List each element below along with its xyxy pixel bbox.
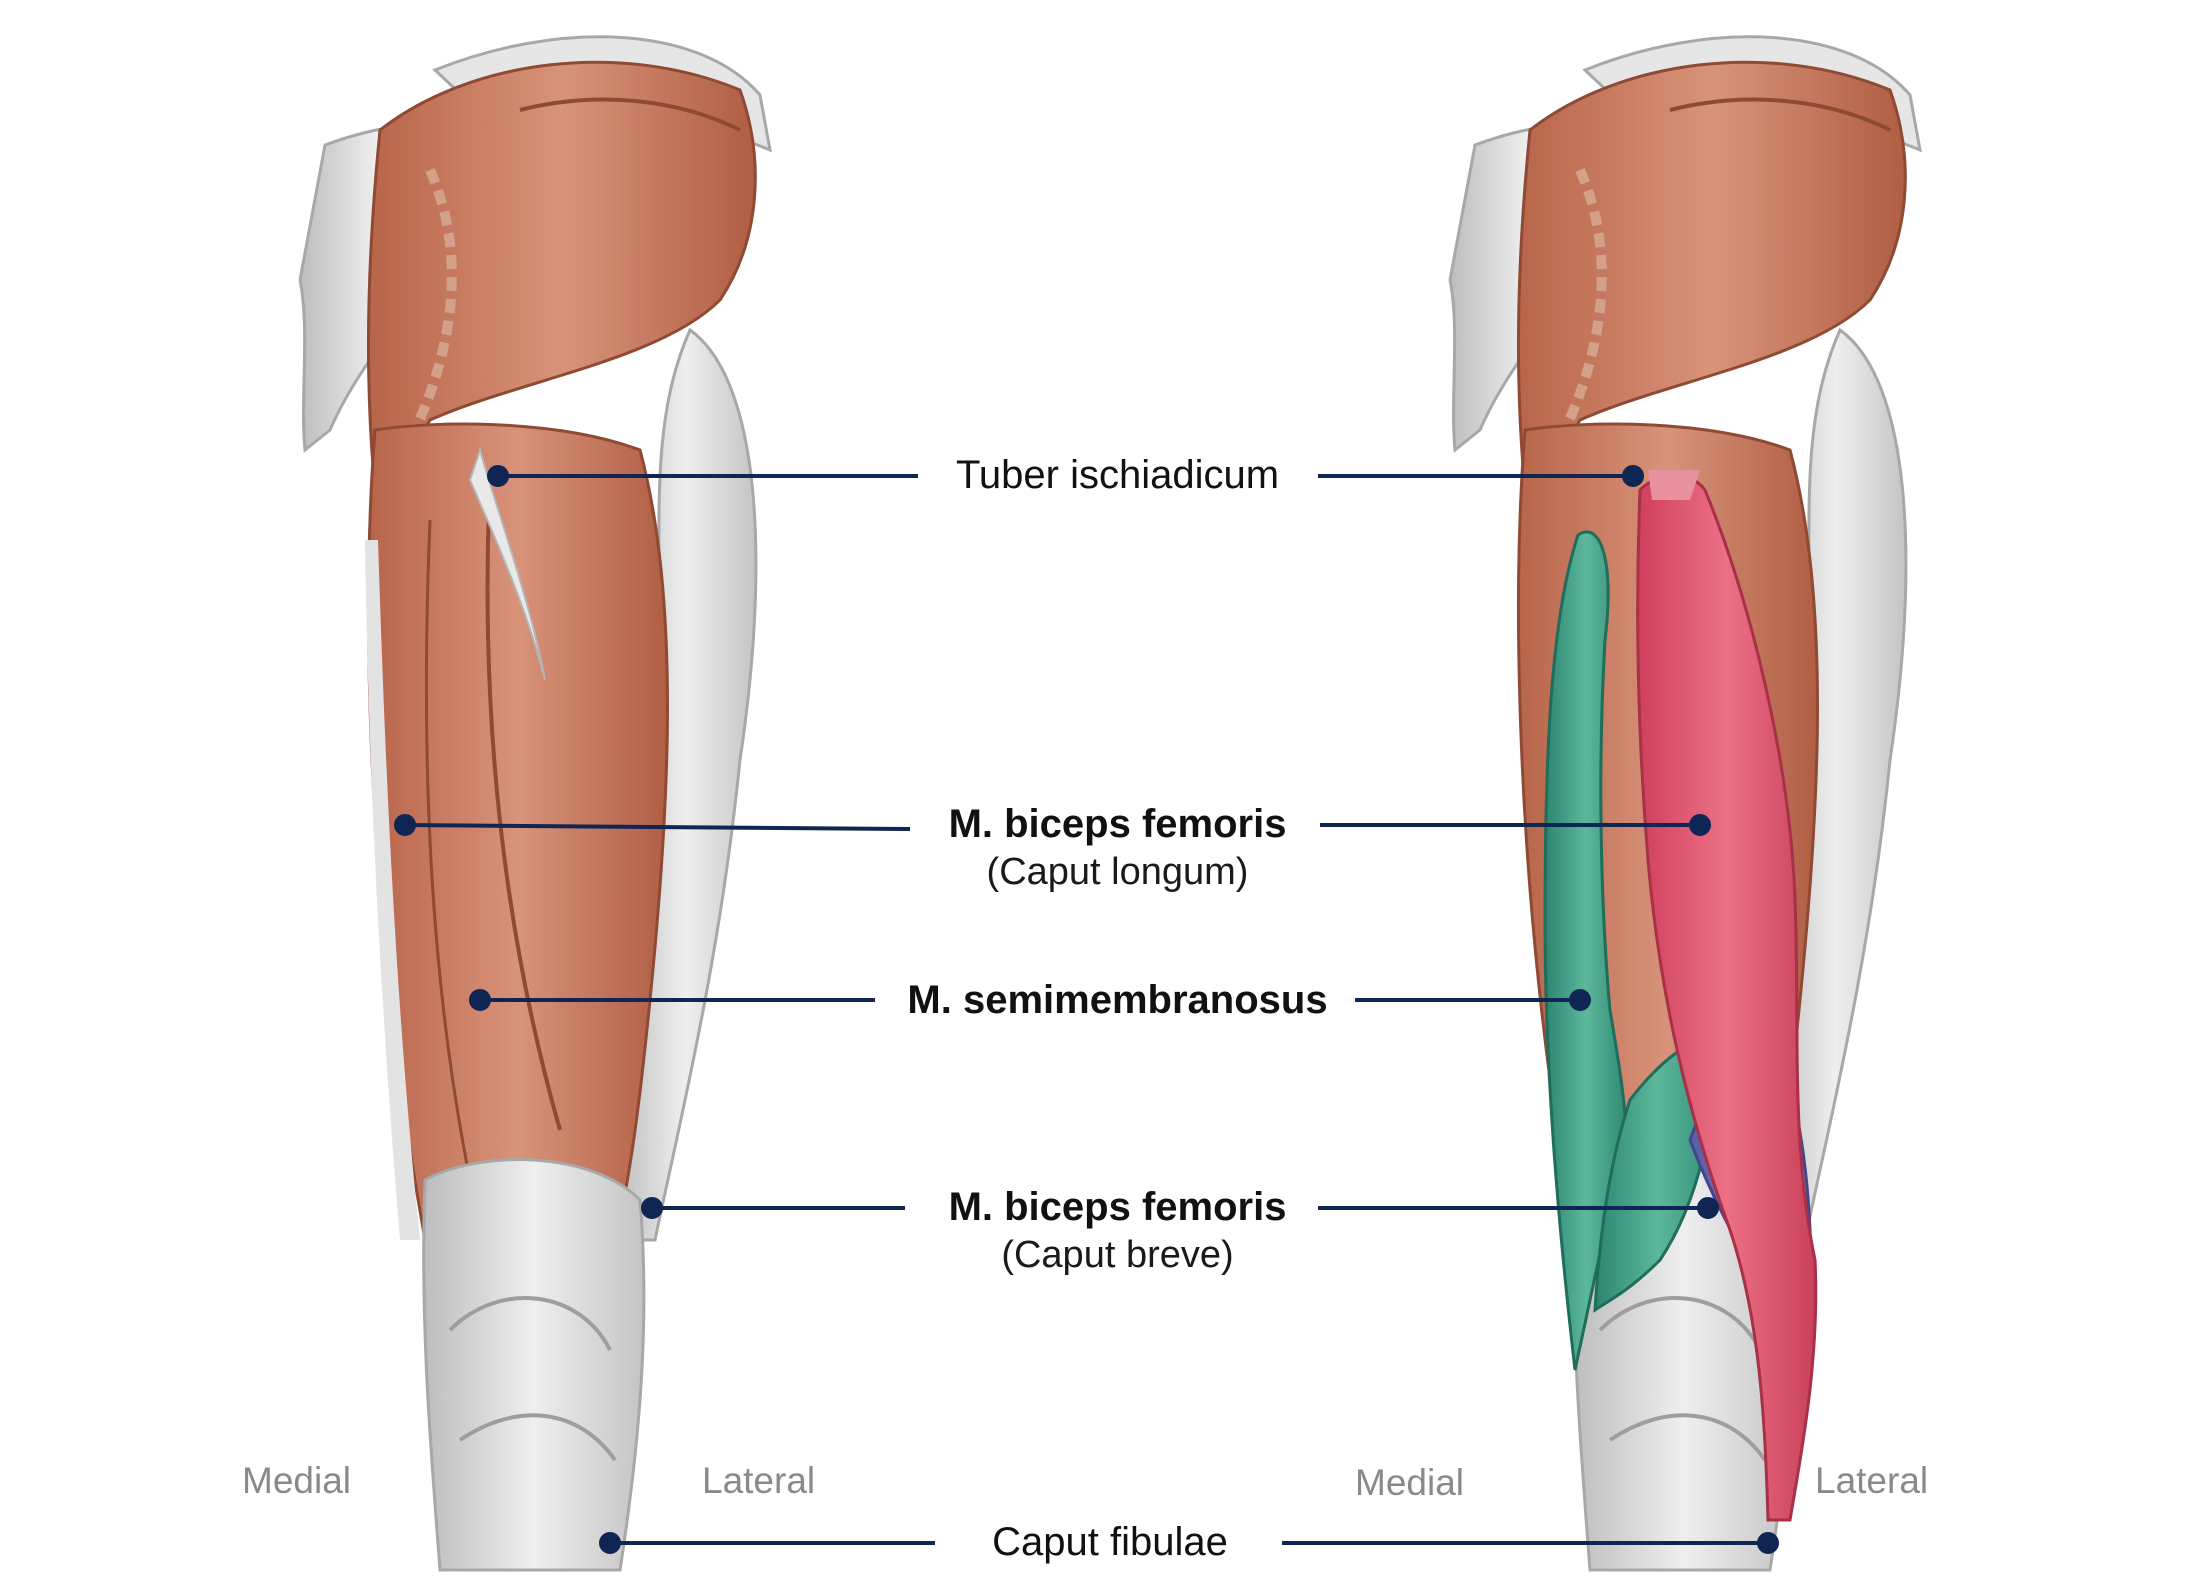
- label-semimembranosus: M. semimembranosus: [880, 976, 1355, 1024]
- knee-joint: [422, 1158, 646, 1572]
- biceps-long-head-highlight: [1636, 473, 1818, 1522]
- gluteus-fold: [519, 97, 741, 132]
- orientation-right-lateral: Lateral: [1815, 1460, 1929, 1501]
- orientation-right-medial: Medial: [1355, 1462, 1464, 1503]
- left-leg-illustration: [298, 35, 772, 1572]
- leader-biceps-long-left: [404, 823, 911, 831]
- leader-biceps-long-right-dot: [1689, 814, 1711, 836]
- leader-fibulae-left-dot: [599, 1532, 621, 1554]
- label-biceps-femoris-long-title: M. biceps femoris: [948, 802, 1287, 846]
- orientation-left-lateral: Lateral: [702, 1460, 816, 1501]
- label-biceps-femoris-short-sub: (Caput breve): [1001, 1234, 1234, 1276]
- muscle-division-2: [424, 519, 472, 1181]
- label-biceps-femoris-long: M. biceps femoris (Caput longum): [920, 800, 1315, 896]
- orientation-left-medial: Medial: [242, 1460, 351, 1501]
- leader-semimembranosus-left-dot: [469, 989, 491, 1011]
- gluteus-fold-right: [1669, 97, 1891, 132]
- leader-biceps-short-right-dot: [1697, 1197, 1719, 1219]
- biceps-long-tendon: [1648, 470, 1700, 500]
- leader-biceps-long-left-dot: [394, 814, 416, 836]
- leader-fibulae-right-dot: [1757, 1532, 1779, 1554]
- label-semimembranosus-title: M. semimembranosus: [907, 978, 1328, 1022]
- label-biceps-femoris-long-sub: (Caput longum): [986, 851, 1249, 893]
- label-tuber-ischiadicum-text: Tuber ischiadicum: [955, 453, 1280, 497]
- label-tuber-ischiadicum: Tuber ischiadicum: [920, 451, 1315, 499]
- label-biceps-femoris-short: M. biceps femoris (Caput breve): [920, 1183, 1315, 1279]
- common-tendon: [468, 446, 546, 681]
- right-leg-illustration: [1448, 35, 1922, 1572]
- gluteus-fold-right-2: [1555, 167, 1607, 443]
- leader-lines: [394, 465, 1779, 1554]
- muscle-division-1: [485, 479, 562, 1131]
- leader-tuber-right-dot: [1622, 465, 1644, 487]
- label-caput-fibulae-text: Caput fibulae: [992, 1520, 1228, 1564]
- medial-tendon-strip: [365, 540, 420, 1240]
- leader-tuber-left-dot: [487, 465, 509, 487]
- label-caput-fibulae: Caput fibulae: [940, 1518, 1280, 1566]
- leader-biceps-short-left-dot: [641, 1197, 663, 1219]
- gluteus-fold-2: [405, 167, 457, 443]
- leader-semimembranosus-right-dot: [1569, 989, 1591, 1011]
- label-biceps-femoris-short-title: M. biceps femoris: [948, 1185, 1287, 1229]
- knee-contour: [448, 1296, 617, 1462]
- knee-contour-right: [1598, 1296, 1767, 1462]
